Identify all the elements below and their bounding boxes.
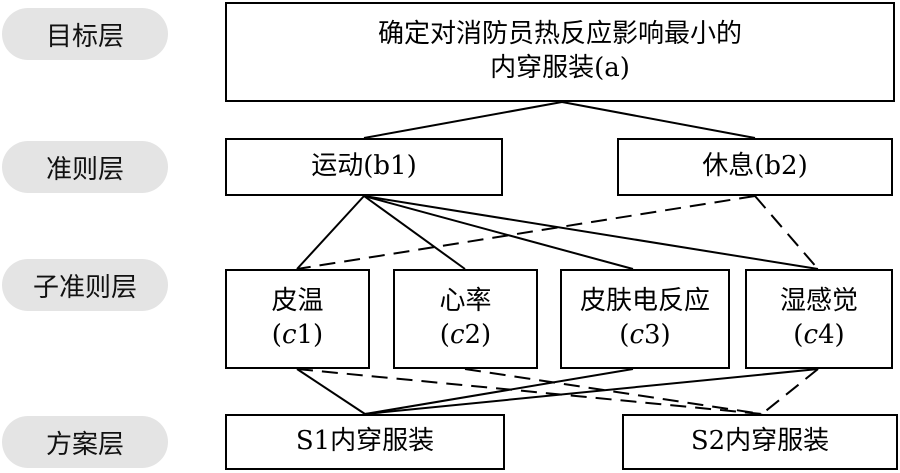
link-b1-c3 <box>363 195 634 270</box>
link-b1-c4 <box>363 195 819 270</box>
level-label-subcriteria: 子准则层 <box>2 259 168 311</box>
subcriterion-code: (c4) <box>793 320 845 350</box>
link-a-b1 <box>363 101 563 139</box>
subcriterion-code: (c3) <box>619 320 671 350</box>
criterion-label-b2: 休息(b2) <box>702 151 808 182</box>
subcriterion-code: (c2) <box>439 320 492 350</box>
link-c3-s1 <box>364 368 634 415</box>
alternative-node-s1: S1内穿服装 <box>225 414 505 470</box>
alternative-label-s2: S2内穿服装 <box>690 426 830 457</box>
subcriterion-node-c2: 心率 (c2) <box>393 269 538 369</box>
subcriterion-code: (c1) <box>271 320 324 350</box>
goal-line-1: 确定对消防员热反应影响最小的 <box>377 19 742 50</box>
level-label-alternatives: 方案层 <box>2 416 168 468</box>
alternative-label-s1: S1内穿服装 <box>295 426 435 457</box>
subcriterion-node-c4: 湿感觉 (c4) <box>745 269 893 369</box>
link-b1-c1 <box>296 195 365 270</box>
link-c4-s2 <box>761 368 819 415</box>
level-label-criteria: 准则层 <box>2 141 168 193</box>
subcriterion-name: 皮温 <box>271 286 324 317</box>
link-c1-s1 <box>296 368 366 415</box>
subcriterion-node-c3: 皮肤电反应 (c3) <box>560 269 730 369</box>
alternative-node-s2: S2内穿服装 <box>622 414 898 470</box>
criterion-label-b1: 运动(b1) <box>311 151 417 182</box>
goal-line-2: 内穿服装(a) <box>490 53 630 83</box>
subcriterion-node-c1: 皮温 (c1) <box>225 269 370 369</box>
link-c1-s2 <box>296 368 763 415</box>
link-a-b2 <box>561 101 756 139</box>
subcriterion-name: 心率 <box>439 286 492 317</box>
level-label-goal: 目标层 <box>2 8 168 60</box>
goal-node: 确定对消防员热反应影响最小的 内穿服装(a) <box>225 2 895 102</box>
link-c4-s1 <box>364 368 819 415</box>
link-b1-c2 <box>363 195 466 270</box>
criterion-node-b2: 休息(b2) <box>617 138 893 196</box>
subcriterion-name: 皮肤电反应 <box>579 286 710 317</box>
link-c2-s2 <box>464 368 763 415</box>
subcriterion-name: 湿感觉 <box>779 286 858 317</box>
link-b2-c1 <box>296 195 756 270</box>
criterion-node-b1: 运动(b1) <box>225 138 503 196</box>
link-b2-c4 <box>754 195 819 270</box>
